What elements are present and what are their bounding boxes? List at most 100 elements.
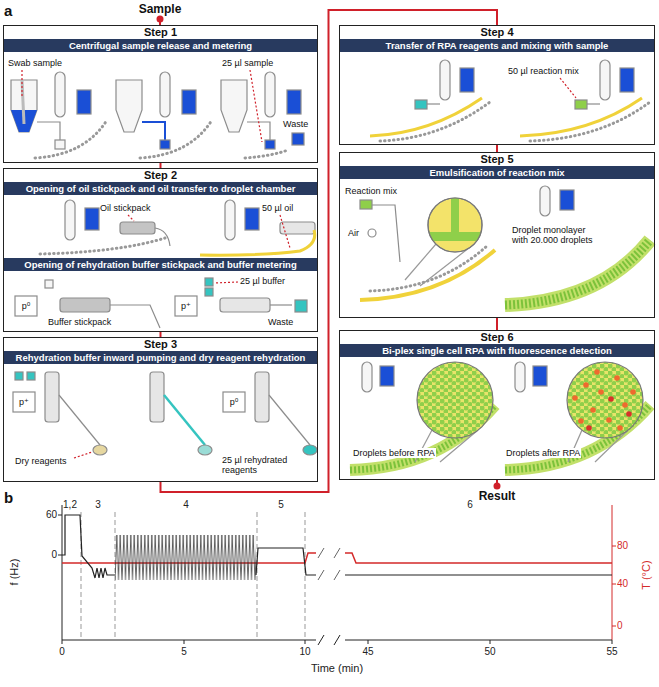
annotation-label: p⁺ [13,397,35,407]
annotation-label: 50 µl oil [262,203,293,213]
drawing-rect [13,392,35,412]
drawing-rect [415,100,427,109]
axis-tick-label: 1,2 [59,499,81,511]
annotation-label: Buffer stickpack [48,317,111,327]
drawing-line [305,512,306,640]
drawing-circle [626,411,632,417]
drawing-circle [630,389,636,395]
drawing-rect [460,68,474,92]
disc-step2-oil [40,200,315,255]
drawing-rect [255,372,269,422]
drawing-rect [223,392,245,412]
drawing-path [35,120,107,158]
drawing-rect [451,195,459,235]
annotation-label: Oil stickpack [100,203,151,213]
drawing-rect [425,232,485,241]
drawing-path [59,395,100,445]
step-panel: Step 1Centrifugal sample release and met… [3,25,318,163]
annotation-label: Swab sample [8,58,62,68]
drawing-path [505,240,650,305]
drawing-path [250,70,262,142]
drawing-circle [617,425,623,431]
drawing-path [62,515,115,578]
drawing-rect [205,278,213,286]
drawing-rect [515,362,525,392]
drawing-path [221,80,247,132]
drawing-rect [245,208,259,230]
drawing-circle [594,369,600,375]
drawing-path [318,548,340,580]
annotation-label: p⁺ [175,301,197,311]
drawing-rect [15,372,23,380]
axis-tick-label: 0 [33,549,57,561]
drawing-rect [175,296,197,316]
drawing-rect [600,60,610,100]
step-title: Step 1 [4,26,317,39]
drawing-circle [578,418,584,424]
drawing-circle [622,402,628,408]
drawing-path [214,282,238,283]
drawing-path [247,122,270,140]
drawing-rect [150,372,164,422]
drawing-rect [440,60,450,100]
axis-tick-label: 5 [271,499,291,511]
drawing-rect [45,280,53,288]
drawing-path [245,150,288,158]
drawing-line [405,244,436,280]
drawing-path [62,640,612,644]
drawing-circle [572,395,578,401]
axis-title: f (Hz) [8,559,21,586]
annotation-label: Dry reagents [15,456,67,466]
drawing-rect [265,72,275,117]
drawing-rect [60,298,110,312]
flow-connector [496,145,498,152]
axis-tick-label: 6 [460,499,480,511]
drawing-rect [287,90,301,114]
disc-step6 [350,362,650,470]
drawing-circle [583,382,589,388]
drawing-path [155,228,170,246]
axis-tick-label: 80 [617,540,628,552]
axis-tick-label: 40 [617,578,628,590]
annotation-label: p⁰ [223,397,245,407]
drawing-rect [160,140,170,149]
drawing-circle [606,417,612,423]
drawing-circle [567,362,643,438]
drawing-g [81,512,305,640]
drawing-rect [115,535,256,580]
flow-connector [161,10,498,492]
step-panel: Step 2Opening of oil stickpack and oil t… [3,168,318,332]
step-panel: Step 5Emulsification of reaction mix [339,152,655,318]
drawing-path [587,103,600,104]
flow-connector [496,318,498,330]
disc-step4 [370,60,650,141]
drawing-rect [540,186,550,216]
axis-tick-label: 60 [33,509,57,521]
drawing-path [370,245,488,291]
step-panel: Step 4Transfer of RPA reagents and mixin… [339,25,655,145]
drawing-path [427,103,440,104]
disc-step3 [13,372,317,458]
drawing-rect [182,90,196,114]
step-title: Step 6 [340,331,654,344]
annotation-label: Waste [283,119,308,129]
drawing-rect [65,200,75,240]
drawing-path [280,215,290,248]
drawing-g [572,369,636,431]
drawing-circle [368,229,376,237]
axis-title: T (°C) [640,560,653,589]
step-description: Opening of oil stickpack and oil transfe… [4,182,317,195]
annotation-label: Droplet monolayer with 20.000 droplets [512,225,604,245]
drawing-path [110,305,160,328]
disc-step5 [360,186,650,305]
drawing-rect [620,68,634,92]
annotation-label: Air [348,228,359,238]
axis-tick-label: 50 [478,646,502,658]
drawing-rect [85,208,99,230]
drawing-path [256,548,612,575]
step-description: Emulsification of reaction mix [340,166,654,179]
drawing-path [140,120,212,158]
drawing-rect [360,200,372,209]
drawing-rect [533,366,547,386]
drawing-path [11,80,37,132]
